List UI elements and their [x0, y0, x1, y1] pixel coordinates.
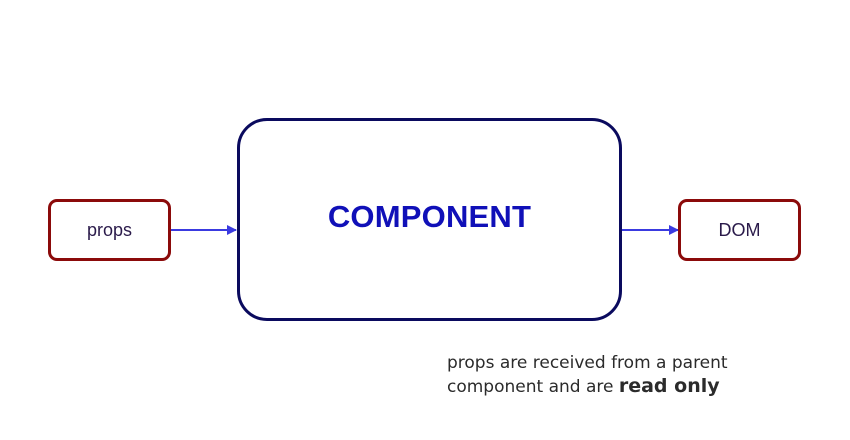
note-line-1: props are received from a parent — [447, 353, 728, 373]
props-node-label: props — [86, 219, 133, 240]
component-node-label: COMPONENT — [327, 199, 532, 234]
dom-node-label: DOM — [718, 219, 761, 240]
props-note: props are received from a parent compone… — [447, 352, 807, 399]
dom-node: DOM — [678, 199, 801, 261]
note-line-2: component and are read only — [447, 375, 807, 399]
props-node: props — [48, 199, 171, 261]
note-line-2-text: component and are — [447, 377, 619, 397]
component-node: COMPONENT — [237, 118, 622, 321]
note-read-only-emphasis: read only — [618, 375, 720, 397]
